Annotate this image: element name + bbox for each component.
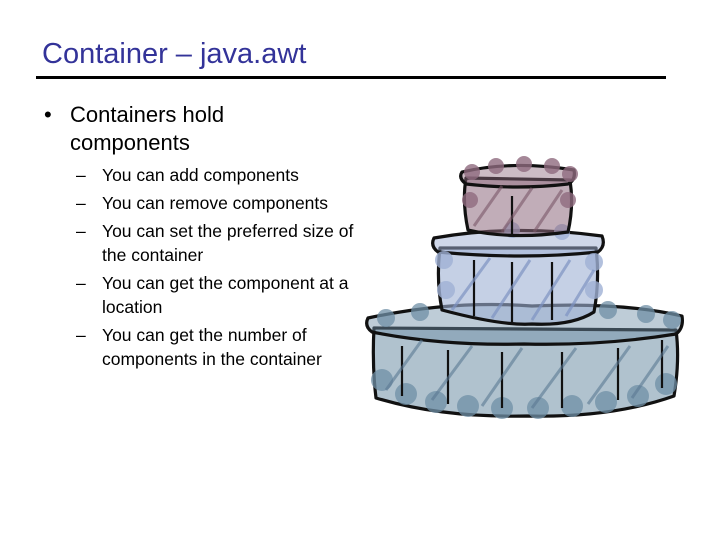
list-item: – You can get the component at a locatio… — [76, 271, 356, 319]
dash-mark: – — [76, 221, 86, 241]
list-item-text: You can remove components — [102, 193, 329, 213]
bullet-text: Containers hold components — [70, 102, 225, 155]
dash-mark: – — [76, 165, 86, 185]
dash-mark: – — [76, 273, 86, 293]
list-item: – You can add components — [76, 163, 356, 187]
bullet-mark: • — [44, 102, 52, 127]
dash-mark: – — [76, 193, 86, 213]
top-tier — [459, 156, 578, 238]
page-title: Container – java.awt — [42, 38, 307, 70]
layered-container-cake-icon — [365, 156, 684, 419]
title-underline — [36, 76, 666, 79]
dash-mark: – — [76, 325, 86, 345]
middle-tier — [431, 222, 605, 326]
list-item-text: You can get the number of components in … — [102, 325, 322, 369]
bottom-tier — [365, 301, 684, 419]
sub-bullet-list: – You can add components – You can remov… — [76, 163, 356, 375]
main-bullet: • Containers hold components — [44, 101, 284, 157]
list-item: – You can remove components — [76, 191, 356, 215]
list-item-text: You can add components — [102, 165, 299, 185]
list-item: – You can get the number of components i… — [76, 323, 356, 371]
list-item: – You can set the preferred size of the … — [76, 219, 356, 267]
list-item-text: You can set the preferred size of the co… — [102, 221, 354, 265]
list-item-text: You can get the component at a location — [102, 273, 349, 317]
